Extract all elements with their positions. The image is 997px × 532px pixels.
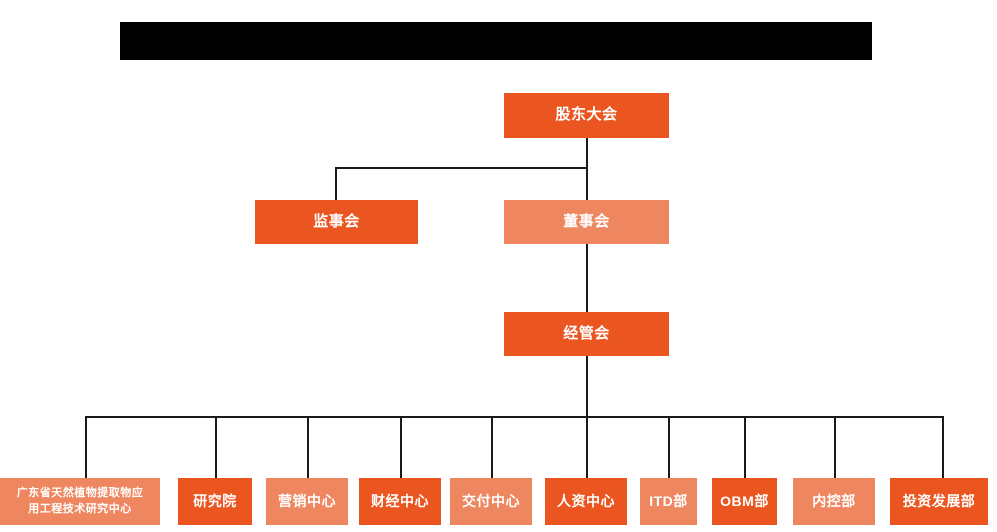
node-label: ITD部	[649, 492, 688, 509]
node-label: 人资中心	[557, 492, 615, 509]
connector-drop-research-center	[85, 416, 87, 478]
connector-drop-internal-control	[834, 416, 836, 478]
node-management-committee[interactable]: 经管会	[504, 312, 669, 356]
node-supervisory-board[interactable]: 监事会	[255, 200, 418, 244]
node-label: 股东大会	[555, 106, 618, 124]
node-itd-department[interactable]: ITD部	[640, 478, 697, 525]
node-shareholders-meeting[interactable]: 股东大会	[504, 93, 669, 138]
connector-drop-marketing	[307, 416, 309, 478]
node-label: 内控部	[812, 492, 856, 509]
connector-drop-institute	[215, 416, 217, 478]
node-investment-development-department[interactable]: 投资发展部	[890, 478, 988, 525]
node-label: 交付中心	[462, 492, 520, 509]
node-marketing-center[interactable]: 营销中心	[266, 478, 348, 525]
connector-board-to-management	[586, 243, 588, 313]
node-internal-control-department[interactable]: 内控部	[793, 478, 875, 525]
connector-management-down	[586, 356, 588, 417]
connector-drop-itd	[668, 416, 670, 478]
node-label: 董事会	[563, 212, 610, 230]
node-research-center[interactable]: 广东省天然植物提取物应 用工程技术研究中心	[0, 478, 160, 525]
redacted-title-bar	[120, 22, 872, 60]
node-board-of-directors[interactable]: 董事会	[504, 200, 669, 244]
connector-shareholders-down	[586, 138, 588, 169]
node-label: OBM部	[720, 492, 769, 509]
node-obm-department[interactable]: OBM部	[712, 478, 777, 525]
connector-drop-board	[586, 167, 588, 201]
node-finance-center[interactable]: 财经中心	[359, 478, 441, 525]
connector-drop-obm	[744, 416, 746, 478]
node-label: 经管会	[563, 324, 610, 342]
connector-drop-investment	[942, 416, 944, 478]
node-label: 研究院	[193, 492, 237, 509]
node-label-line-2: 用工程技术研究中心	[28, 502, 132, 515]
connector-drop-supervisory	[335, 167, 337, 201]
node-delivery-center[interactable]: 交付中心	[450, 478, 532, 525]
connector-level2-bus	[335, 167, 588, 169]
node-label: 财经中心	[371, 492, 429, 509]
node-label: 营销中心	[278, 492, 336, 509]
node-label: 监事会	[313, 212, 360, 230]
connector-drop-finance	[400, 416, 402, 478]
node-label-line-1: 广东省天然植物提取物应	[16, 486, 144, 499]
node-hr-center[interactable]: 人资中心	[545, 478, 627, 525]
connector-level4-bus	[85, 416, 944, 418]
connector-drop-delivery	[491, 416, 493, 478]
connector-drop-hr	[586, 416, 588, 478]
node-label: 投资发展部	[902, 492, 976, 509]
node-institute[interactable]: 研究院	[178, 478, 252, 525]
